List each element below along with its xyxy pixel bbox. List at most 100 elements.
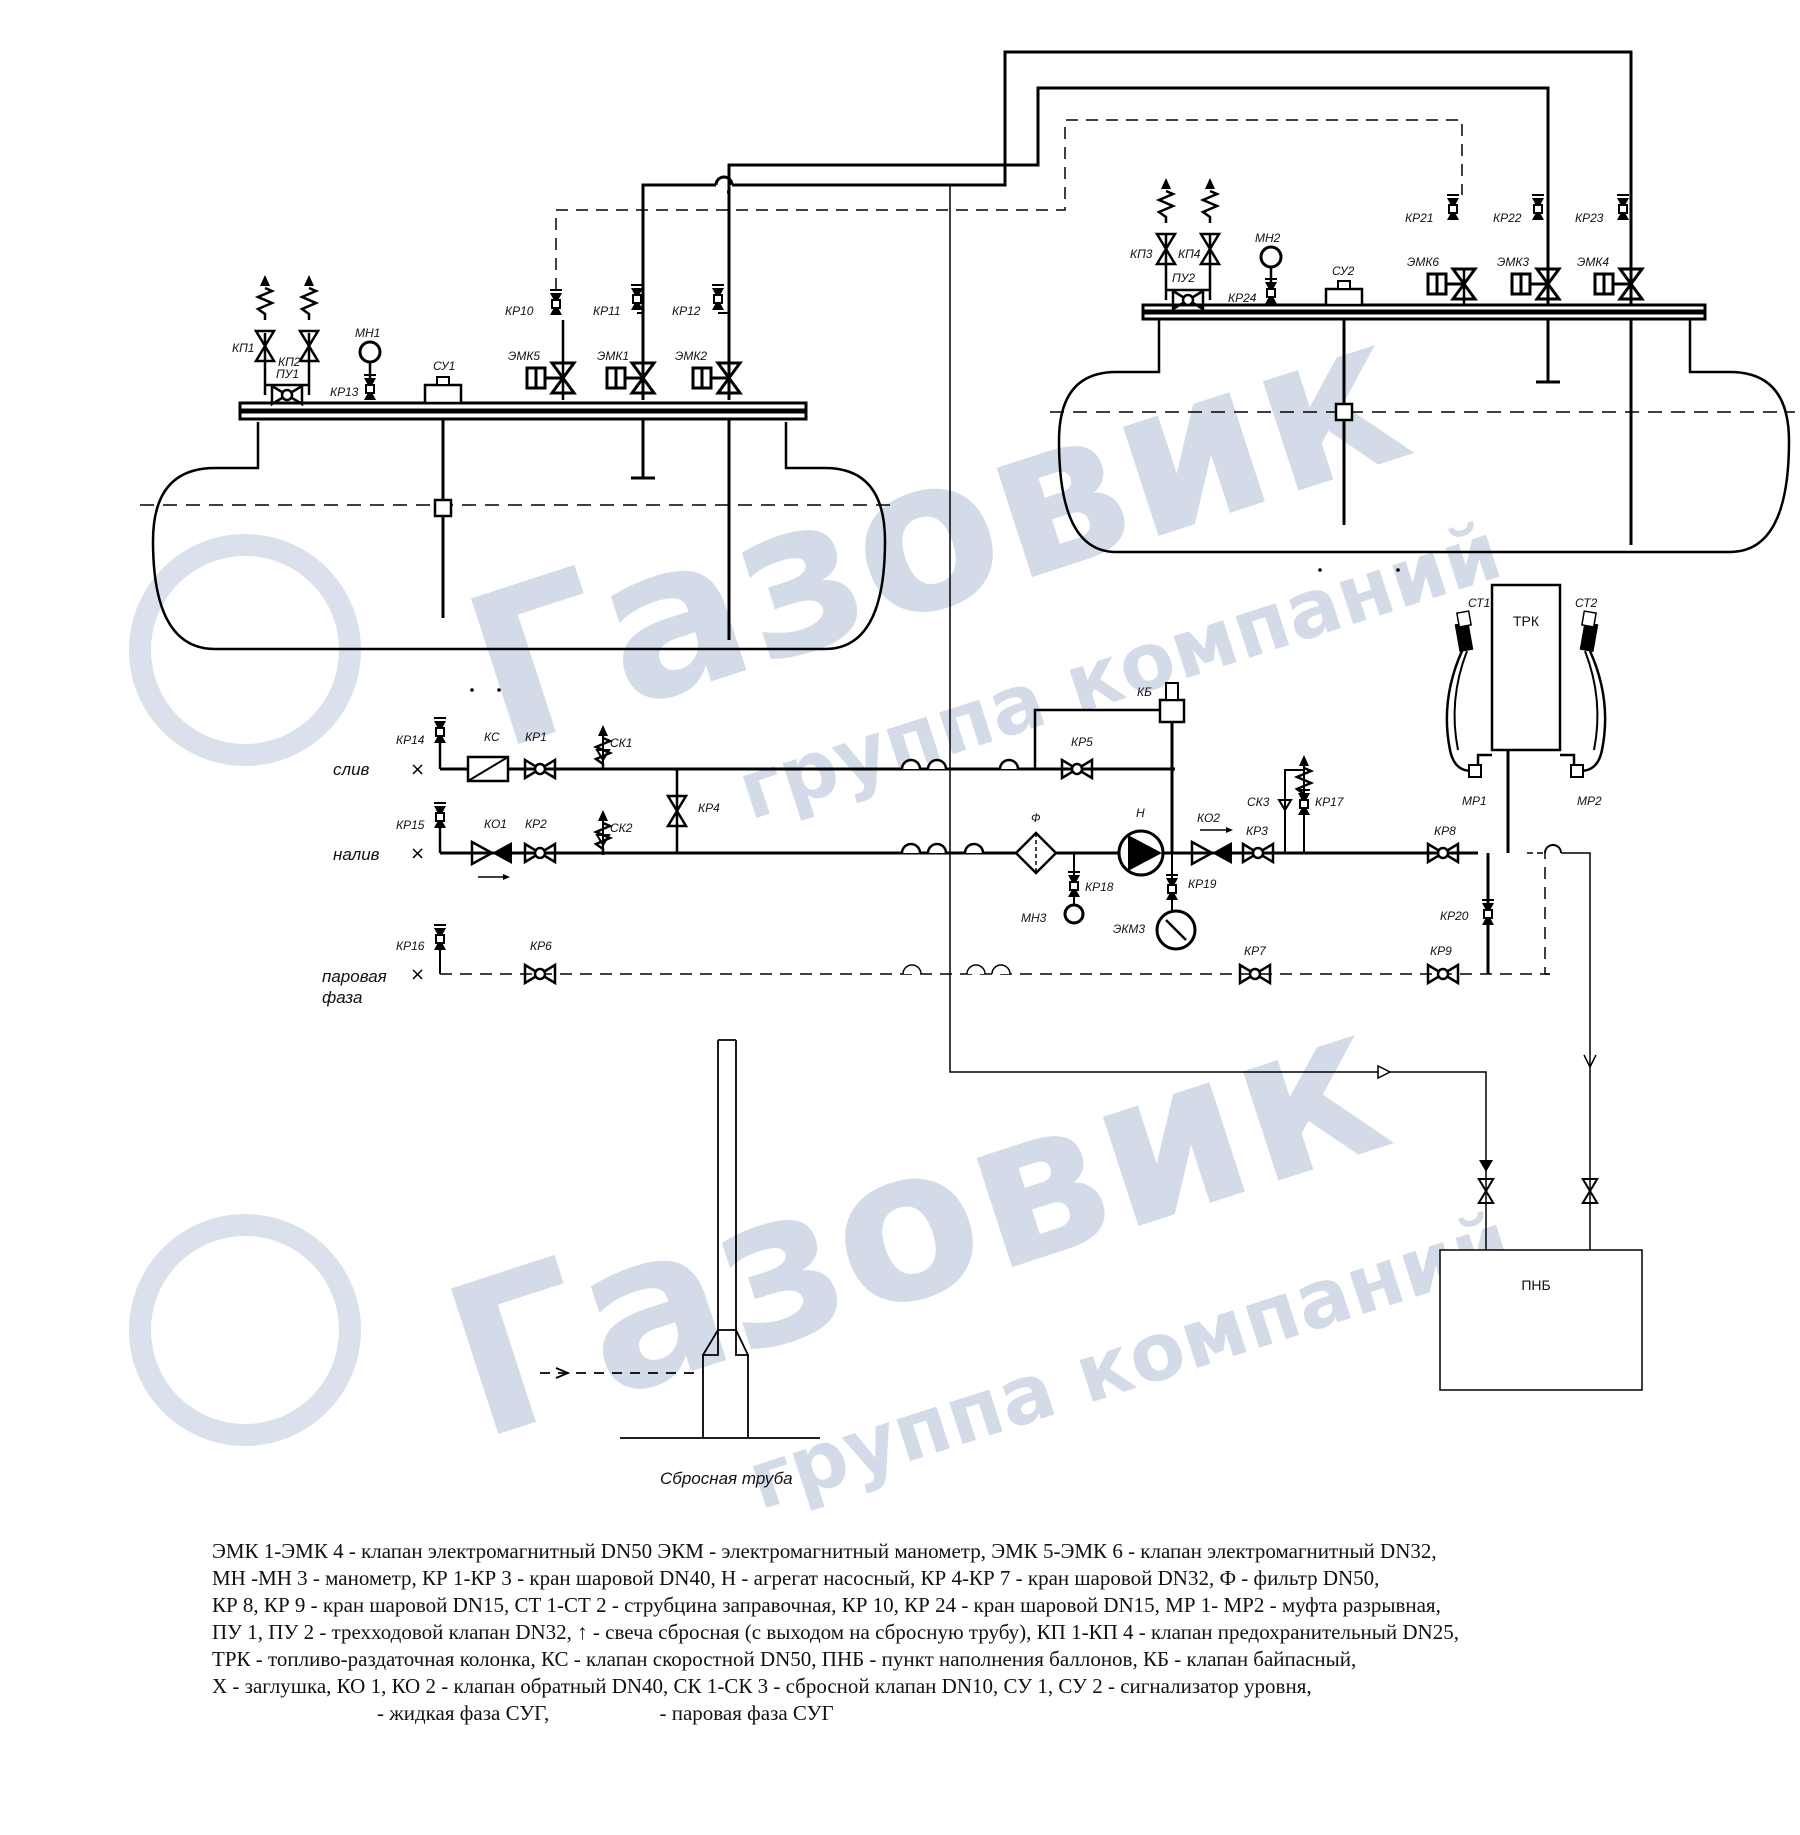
label-kr20: КР20 — [1440, 909, 1469, 923]
label-f: Ф — [1031, 811, 1041, 825]
label-sk1: СК1 — [610, 736, 632, 750]
label-kr10: КР10 — [505, 304, 534, 318]
pnb-label: ПНБ — [1521, 1277, 1550, 1293]
label-st1: СТ1 — [1468, 596, 1490, 610]
label-kp2: КП2 — [278, 355, 301, 369]
label-emk4: ЭМК4 — [1577, 255, 1609, 269]
svg-text:×: × — [410, 759, 425, 780]
watermark: Газовик группа компаний Газовик группа к… — [129, 267, 1522, 1528]
liquid-phase-label: - жидкая фаза СУГ, — [377, 1701, 550, 1725]
legend-line: КР 8, КР 9 - кран шаровой DN15, СТ 1-СТ … — [212, 1593, 1441, 1617]
vent-pipe — [540, 1039, 820, 1439]
label-mr2: МР2 — [1577, 794, 1602, 808]
label-emk5: ЭМК5 — [508, 349, 540, 363]
label-kr13: КР13 — [330, 385, 359, 399]
label-su1: СУ1 — [433, 359, 455, 373]
label-mr1: МР1 — [1462, 794, 1487, 808]
filter-f — [1014, 831, 1058, 875]
label-kr8: КР8 — [1434, 824, 1456, 838]
vapor-phase-label: - паровая фаза СУГ — [659, 1701, 834, 1725]
label-sliv: слив — [333, 760, 370, 779]
label-mn3: МН3 — [1021, 911, 1047, 925]
label-pu1: ПУ1 — [276, 367, 299, 381]
line-labels: слив налив паровая фаза — [322, 760, 387, 1007]
fuel-dispenser-trk: ТРК — [1445, 583, 1607, 778]
valve-labels: КР14 КР15 КР16 КС КР1 СК1 КО1 КР2 СК2 КР… — [396, 596, 1602, 958]
legend-line: МН -МН 3 - манометр, КР 1-КР 3 - кран ша… — [212, 1566, 1380, 1590]
label-naliv: налив — [333, 845, 380, 864]
label-kr5: КР5 — [1071, 735, 1093, 749]
gauge-mn1 — [358, 340, 382, 364]
label-kp3: КП3 — [1130, 247, 1153, 261]
label-kr1: КР1 — [525, 730, 547, 744]
trk-label: ТРК — [1513, 613, 1540, 629]
label-kr16: КР16 — [396, 939, 425, 953]
label-kr6: КР6 — [530, 939, 552, 953]
pnb-box — [1439, 1249, 1643, 1391]
label-ks: КС — [484, 730, 500, 744]
label-kr9: КР9 — [1430, 944, 1452, 958]
label-kr4: КР4 — [698, 801, 720, 815]
bypass-valve-kb — [1158, 698, 1186, 724]
left-tank-labels: КП1 КП2 ПУ1 МН1 КР13 СУ1 КР10 КР11 КР12 … — [232, 304, 707, 399]
label-kr18: КР18 — [1085, 880, 1114, 894]
label-kp4: КП4 — [1178, 247, 1201, 261]
legend-line: Х - заглушка, КО 1, КО 2 - клапан обратн… — [212, 1674, 1312, 1698]
label-kr19: КР19 — [1188, 877, 1217, 891]
right-tank-body — [1057, 312, 1791, 554]
label-kr12: КР12 — [672, 304, 701, 318]
label-kr21: КР21 — [1405, 211, 1433, 225]
label-kr3: КР3 — [1246, 824, 1268, 838]
label-n: Н — [1136, 806, 1145, 820]
label-emk3: ЭМК3 — [1497, 255, 1529, 269]
left-tank-body — [151, 422, 887, 651]
label-su2: СУ2 — [1332, 264, 1355, 278]
label-kr24: КР24 — [1228, 291, 1257, 305]
check-valve-ko1 — [470, 839, 495, 867]
right-tank — [1050, 55, 1795, 572]
left-tank — [140, 190, 895, 692]
piping: × × × — [410, 682, 1591, 1070]
label-emk1: ЭМК1 — [597, 349, 629, 363]
label-ko1: КО1 — [484, 817, 507, 831]
label-mn1: МН1 — [355, 326, 380, 340]
legend-line: ТРК - топливо-раздаточная колонка, КС - … — [212, 1647, 1357, 1671]
label-vapor-2: фаза — [322, 988, 362, 1007]
legend-line: ПУ 1, ПУ 2 - трехходовой клапан DN32, ↑ … — [212, 1620, 1459, 1644]
label-sk2: СК2 — [610, 821, 633, 835]
right-tank-labels: КП3 КП4 ПУ2 МН2 КР24 СУ2 КР21 КР22 КР23 … — [1130, 211, 1609, 305]
label-kr7: КР7 — [1244, 944, 1267, 958]
label-mn2: МН2 — [1255, 231, 1281, 245]
gauge-mn2 — [1259, 245, 1283, 269]
level-gauge-su1 — [423, 383, 463, 405]
interconnect-lines — [555, 50, 1633, 290]
label-kr17: КР17 — [1315, 795, 1345, 809]
label-sk3: СК3 — [1247, 795, 1270, 809]
label-vapor-1: паровая — [322, 967, 387, 986]
level-gauge-su2 — [1324, 287, 1364, 307]
legend: ЭМК 1-ЭМК 4 - клапан электромагнитный DN… — [212, 1538, 1712, 1727]
label-kr14: КР14 — [396, 733, 425, 747]
label-kr23: КР23 — [1575, 211, 1604, 225]
label-kr11: КР11 — [593, 304, 621, 318]
pnb-lines — [949, 185, 1597, 1255]
gauge-mn3 — [1063, 903, 1085, 925]
label-kr2: КР2 — [525, 817, 547, 831]
label-ko2: КО2 — [1197, 811, 1220, 825]
label-kb: КБ — [1137, 685, 1152, 699]
label-kp1: КП1 — [232, 341, 254, 355]
legend-line: ЭМК 1-ЭМК 4 - клапан электромагнитный DN… — [212, 1539, 1437, 1563]
legend-phases: - жидкая фаза СУГ, - паровая фаза СУГ — [212, 1700, 1712, 1727]
label-kr22: КР22 — [1493, 211, 1522, 225]
label-emk2: ЭМК2 — [675, 349, 707, 363]
label-pu2: ПУ2 — [1172, 271, 1195, 285]
label-emk6: ЭМК6 — [1407, 255, 1439, 269]
svg-text:×: × — [410, 964, 425, 985]
check-valve-ko2 — [1190, 839, 1215, 867]
label-kr15: КР15 — [396, 818, 425, 832]
label-ekm3: ЭКМ3 — [1113, 922, 1145, 936]
label-st2: СТ2 — [1575, 596, 1598, 610]
svg-text:×: × — [410, 843, 425, 864]
vent-pipe-label: Сбросная труба — [660, 1469, 793, 1488]
